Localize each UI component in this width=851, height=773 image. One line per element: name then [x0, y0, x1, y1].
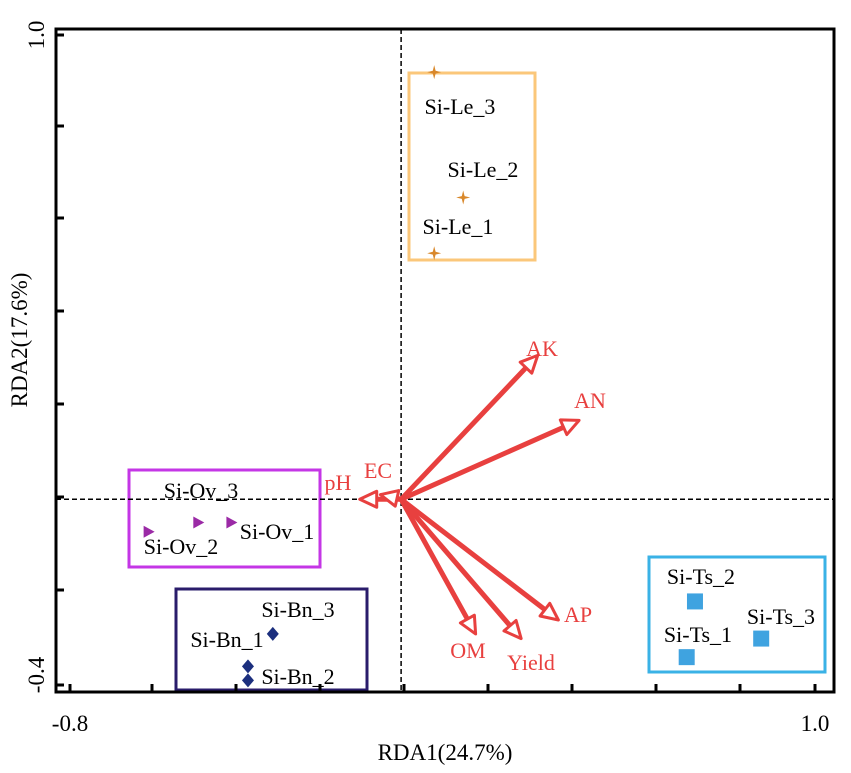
point-label-si-ts-3: Si-Ts_3: [747, 604, 815, 629]
vector-head-ap: [538, 601, 560, 622]
environmental-vectors: AK AN pH EC AP OM Yield: [325, 336, 606, 675]
vector-label-ec: EC: [364, 458, 392, 483]
vector-line-yield: [398, 496, 513, 629]
vector-head-ak: [518, 353, 540, 375]
point-si-le-1: [427, 246, 442, 261]
point-label-si-le-2: Si-Le_2: [448, 157, 519, 182]
vector-label-ph: pH: [325, 470, 352, 495]
vector-label-ap: AP: [564, 602, 592, 627]
vector-head-yield: [502, 618, 523, 641]
point-si-ts-2: [686, 593, 703, 610]
point-label-si-le-3: Si-Le_3: [425, 94, 496, 119]
axis-ticks: [56, 33, 817, 692]
point-label-si-ov-1: Si-Ov_1: [240, 519, 315, 544]
x-tick-label-max: 1.0: [801, 711, 830, 736]
point-si-ts-3: [753, 630, 770, 647]
vector-head-ph: [358, 489, 379, 509]
group-box-bn: [174, 587, 369, 692]
point-label-si-ts-2: Si-Ts_2: [667, 564, 735, 589]
point-label-si-bn-3: Si-Bn_3: [261, 597, 334, 622]
y-tick-label-max: 1.0: [24, 21, 49, 50]
point-si-le-3: [427, 65, 442, 80]
sample-points: [143, 65, 770, 688]
reference-lines: [56, 29, 834, 692]
point-si-bn-2: [241, 673, 254, 688]
point-label-si-ov-2: Si-Ov_2: [144, 534, 219, 559]
group-box-ts: [647, 555, 827, 674]
point-label-si-le-1: Si-Le_1: [423, 214, 494, 239]
vector-label-yield: Yield: [507, 650, 555, 675]
y-tick-label-min: -0.4: [24, 656, 49, 693]
vector-label-om: OM: [450, 638, 485, 663]
group-boxes: [127, 71, 827, 692]
point-si-bn-1: [241, 659, 254, 674]
point-label-si-ov-3: Si-Ov_3: [164, 478, 239, 503]
group-box-ov: [127, 468, 322, 569]
point-si-ts-1: [678, 649, 695, 666]
vector-head-ec: [378, 489, 401, 508]
point-label-si-bn-2: Si-Bn_2: [261, 664, 334, 689]
vector-line-om: [398, 496, 470, 622]
y-axis-title: RDA2(17.6%): [7, 273, 32, 408]
vector-label-an: AN: [574, 388, 606, 413]
group-box-le: [407, 71, 537, 262]
point-label-si-bn-1: Si-Bn_1: [190, 627, 263, 652]
point-si-bn-3: [266, 626, 279, 641]
sample-labels: Si-Le_3Si-Le_2Si-Le_1Si-Ov_3Si-Ov_2 Si-Ov…: [144, 94, 815, 689]
x-tick-label-min: -0.8: [52, 711, 88, 736]
vector-line-an: [398, 424, 567, 502]
vector-label-ak: AK: [526, 336, 558, 361]
x-axis-title: RDA1(24.7%): [378, 740, 513, 765]
point-si-ov-2: [143, 525, 155, 538]
point-si-le-2: [456, 190, 471, 205]
plot-frame: [54, 27, 836, 694]
vector-line-ap: [398, 496, 548, 613]
point-si-ov-1: [226, 516, 238, 529]
vector-line-ak: [398, 365, 529, 502]
vector-head-an: [558, 418, 581, 437]
vector-head-om: [458, 613, 478, 636]
point-label-si-ts-1: Si-Ts_1: [664, 622, 732, 647]
point-si-ov-3: [193, 516, 205, 529]
